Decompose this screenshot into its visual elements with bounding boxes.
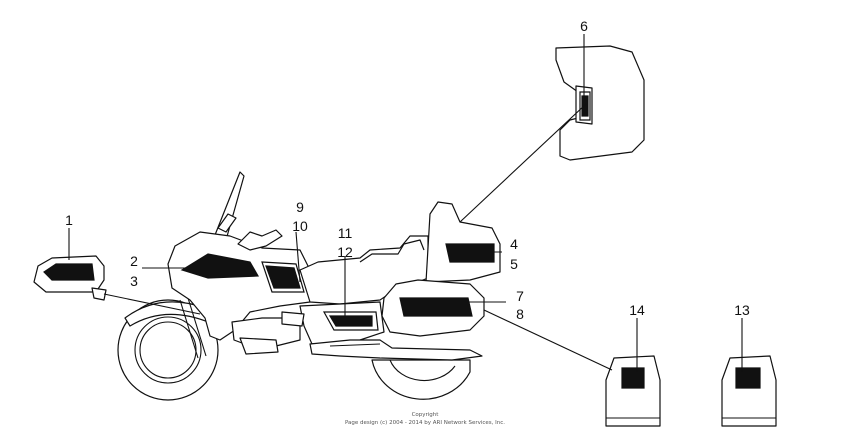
rear-wheel [371, 359, 471, 400]
callout-13: 13 [734, 302, 750, 318]
callout-2: 2 [130, 253, 138, 269]
decal-trunk-4-5 [445, 243, 495, 263]
part-6-trunk-lid [555, 45, 645, 161]
windshield [214, 171, 245, 241]
callout-7: 7 [516, 288, 524, 304]
callout-6: 6 [580, 18, 588, 34]
callout-5: 5 [510, 256, 518, 272]
decal-saddlebag-7-8 [399, 297, 473, 317]
copyright-title: Copyright [412, 412, 440, 418]
part-14-emblem [605, 355, 661, 427]
callout-14: 14 [629, 302, 645, 318]
callout-12: 12 [337, 244, 353, 260]
trunk [425, 201, 501, 283]
callout-4: 4 [510, 236, 518, 252]
leader-lines [68, 34, 743, 372]
front-wheel [117, 299, 219, 401]
callout-1: 1 [65, 212, 73, 228]
callout-11: 11 [338, 225, 353, 241]
callout-8: 8 [516, 306, 524, 322]
part-1-fender-badge [33, 255, 107, 301]
exhaust [309, 339, 483, 361]
motorcycle-outline [117, 171, 501, 401]
callout-10: 10 [292, 218, 308, 234]
copyright-notice: Page design (c) 2004 - 2014 by ARI Netwo… [345, 420, 505, 426]
callout-3: 3 [130, 273, 138, 289]
decal-fairing-2-3 [180, 253, 260, 279]
part-13-emblem [721, 355, 777, 427]
callout-9: 9 [296, 199, 304, 215]
